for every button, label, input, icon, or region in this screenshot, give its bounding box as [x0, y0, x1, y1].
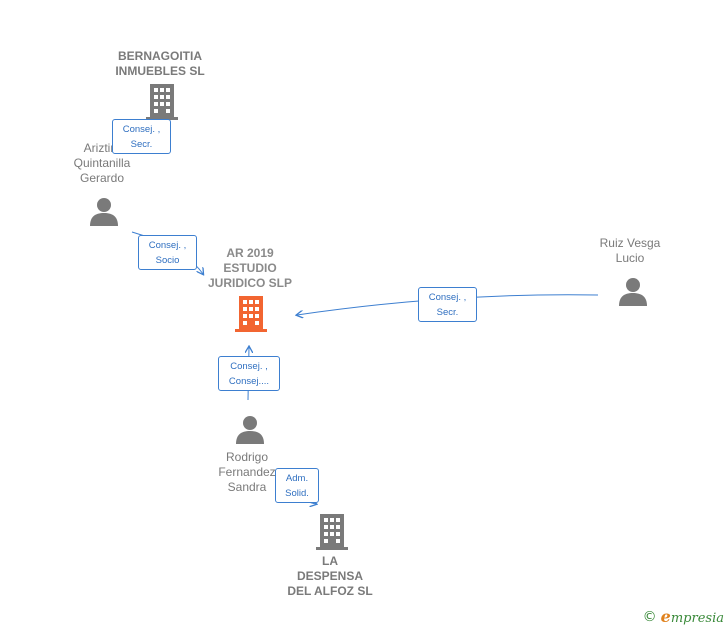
brand-name: mpresia	[670, 611, 724, 626]
relation-label[interactable]: Adm. Solid.	[275, 468, 319, 503]
person-icon	[90, 198, 118, 226]
relation-label[interactable]: Consej. , Secr.	[418, 287, 477, 322]
relation-label[interactable]: Consej. , Secr.	[112, 119, 171, 154]
brand-initial: e	[660, 607, 671, 626]
person-icon	[236, 416, 264, 444]
node-label: Ariztim Quintanilla Gerardo	[73, 141, 131, 185]
node-label: BERNAGOITIA INMUEBLES SL	[115, 49, 205, 78]
node-label: Ruiz Vesga Lucio	[599, 236, 661, 265]
brand-watermark: © empresia	[643, 607, 724, 626]
relation-label[interactable]: Consej. , Socio	[138, 235, 197, 270]
building-icon	[146, 84, 178, 120]
person-icon	[619, 278, 647, 306]
node-label: Rodrigo Fernandez Sandra	[218, 450, 276, 494]
building-icon	[235, 296, 267, 332]
node-label: LA DESPENSA DEL ALFOZ SL	[287, 554, 373, 598]
building-icon	[316, 514, 348, 550]
node-label: AR 2019 ESTUDIO JURIDICO SLP	[207, 246, 292, 290]
copyright-icon: ©	[642, 608, 657, 625]
relation-label[interactable]: Consej. , Consej....	[218, 356, 280, 391]
